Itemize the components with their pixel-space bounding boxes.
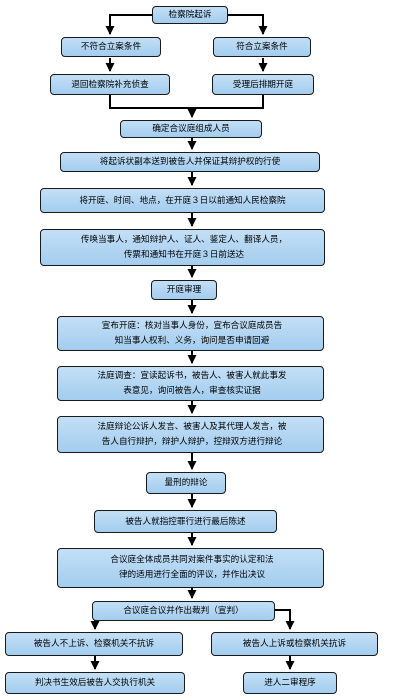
- node-not-meet-conditions: 不符合立案条件: [61, 37, 161, 57]
- node-sentencing-debate: 量刑的辩论: [146, 472, 226, 494]
- announce-line-1: 宣布开庭：核对当事人身份，宣布合议庭成员告: [101, 320, 283, 331]
- summon-line-2: 传票和通知书在开庭３日前送达: [123, 249, 245, 260]
- node-deliberation: 合议庭全体成员共同对案件事实的认定和法 律的适用进行全面的评议，并作出决议: [57, 548, 324, 588]
- node-final-statement: 被告人就指控罪行进行最后陈述: [94, 510, 277, 533]
- node-collegial-panel: 确定合议庭组成人员: [120, 120, 262, 138]
- node-second-instance: 进人二审程序: [243, 672, 337, 694]
- node-summon-parties: 传唤当事人，通知辩护人、证人、鉴定人、翻译人员， 传票和通知书在开庭３日前送达: [40, 229, 325, 266]
- node-prosecution: 检察院起诉: [152, 6, 228, 24]
- debate-line-2: 告人自行辩护，辩护人辩护，控辩双方进行辩论: [101, 436, 283, 447]
- debate-line-1: 法庭辩论公诉人发言、被害人及其代理人发言，被: [97, 421, 287, 432]
- node-appeal: 被告人上诉或检察机关抗诉: [211, 632, 378, 656]
- node-meet-conditions: 符合立案条件: [213, 37, 311, 57]
- deliberation-line-1: 合议庭全体成员共同对案件事实的认定和法: [110, 555, 274, 565]
- node-no-appeal: 被告人不上诉、检察机关不抗诉: [5, 632, 183, 656]
- summon-line-1: 传唤当事人，通知辩护人、证人、鉴定人、翻译人员，: [80, 234, 288, 245]
- announce-line-2: 知当事人权利、义务，询问是否申请回避: [114, 335, 270, 346]
- deliberation-line-2: 律的适用进行全面的评议，并作出决议: [118, 570, 266, 580]
- node-court-investigation: 法庭调查：宣读起诉书，被告人、被害人就此事发 表意见，询问被告人，审查核实证据: [57, 366, 324, 401]
- node-deliver-indictment: 将起诉状副本送到被告人并保证其辩护权的行使: [60, 152, 320, 172]
- node-judgment: 合议庭合议并作出裁判（宣判）: [92, 601, 275, 621]
- node-court-debate: 法庭辩论公诉人发言、被害人及其代理人发言，被 告人自行辩护，辩护人辩护，控辩双方…: [57, 416, 324, 453]
- node-return-investigation: 退回检察院补充侦查: [50, 74, 170, 95]
- node-open-trial: 开庭审理: [151, 280, 217, 300]
- node-execution: 判决书生效后被告人交执行机关: [5, 672, 185, 694]
- investigation-line-2: 表意见，询问被告人，审查核实证据: [123, 385, 261, 396]
- investigation-line-1: 法庭调查：宣读起诉书，被告人、被害人就此事发: [97, 370, 287, 381]
- node-announce-opening: 宣布开庭：核对当事人身份，宣布合议庭成员告 知当事人权利、义务，询问是否申请回避: [57, 316, 324, 351]
- node-notify-procuratorate: 将开庭、时间、地点，在开庭３日以前通知人民检察院: [40, 188, 325, 213]
- node-schedule-trial: 受理后排期开庭: [212, 74, 314, 95]
